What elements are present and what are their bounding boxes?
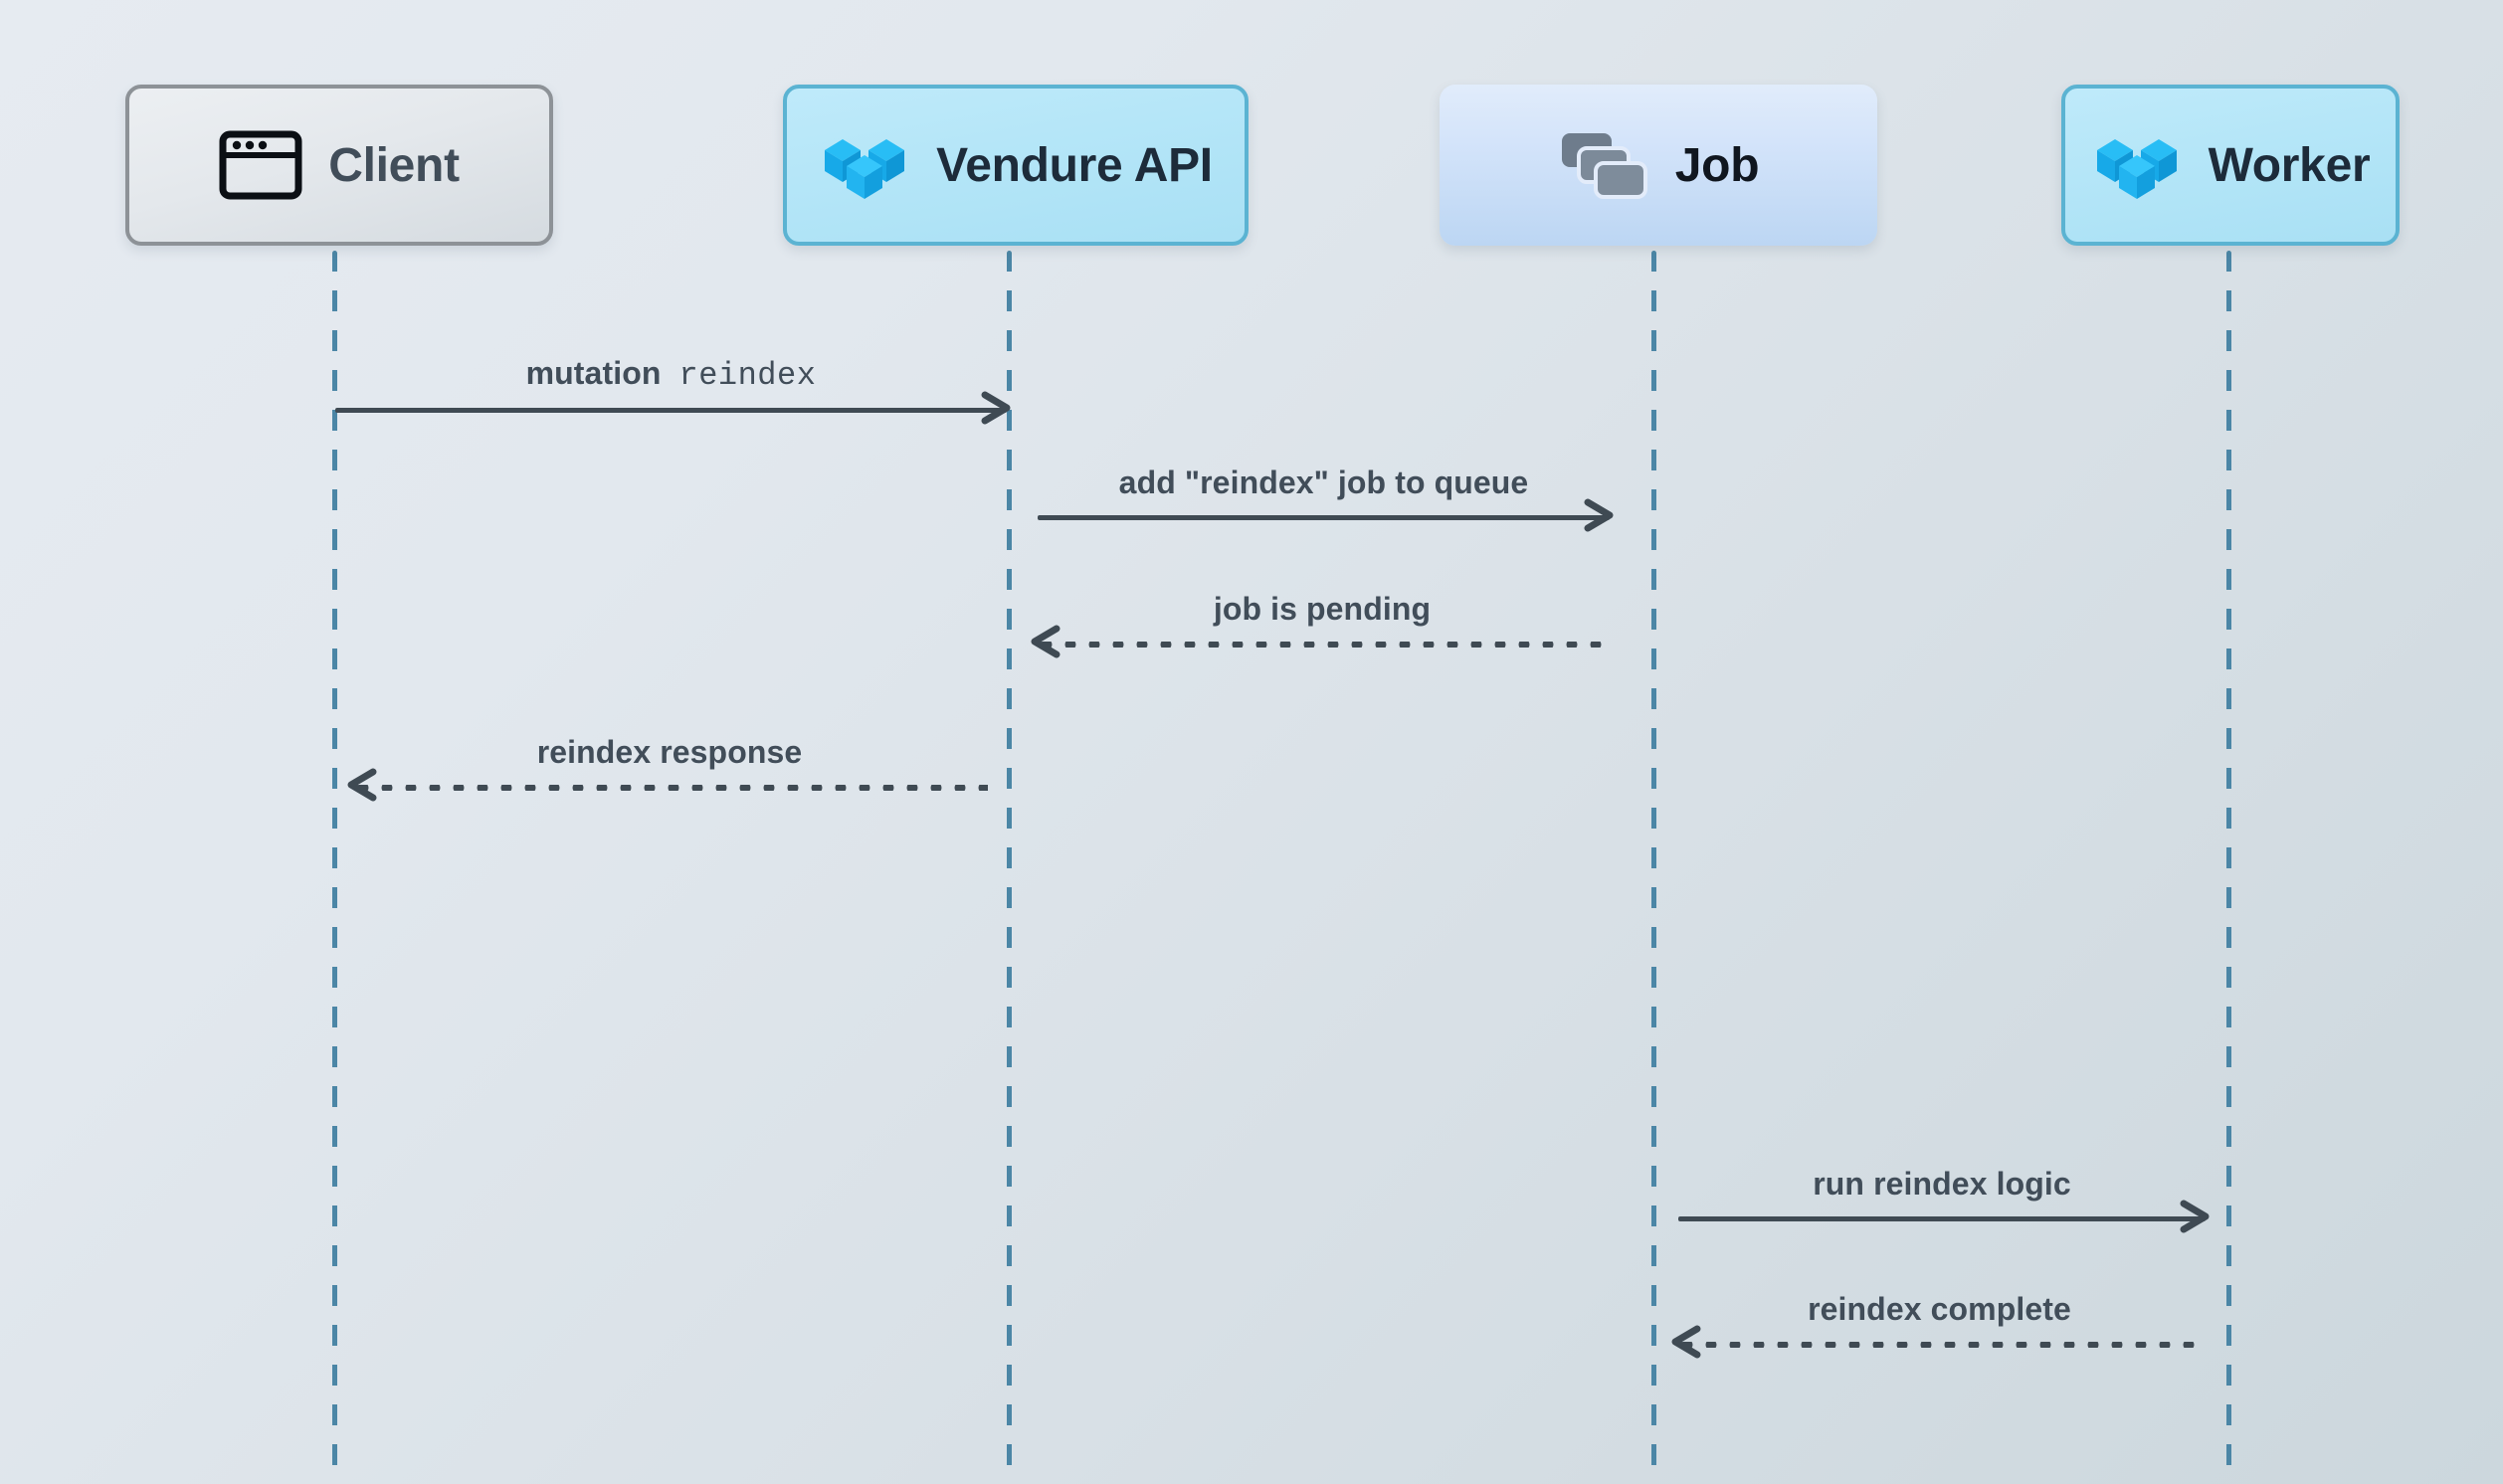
lifeline-job xyxy=(1651,251,1656,1484)
arrow-head-right-icon xyxy=(1580,498,1614,532)
message-line-solid xyxy=(335,408,1007,413)
stacked-layers-icon xyxy=(1558,129,1649,201)
message-label: mutation reindex xyxy=(335,355,1007,394)
message-label-mono: reindex xyxy=(678,357,817,394)
participant-vendure-api[interactable]: Vendure API xyxy=(783,85,1249,246)
vendure-cubes-logo xyxy=(2091,126,2183,204)
participant-worker[interactable]: Worker xyxy=(2061,85,2400,246)
message-label: reindex response xyxy=(536,734,803,770)
message-line-dotted xyxy=(1675,1342,2204,1348)
lifeline-vendure-api xyxy=(1007,251,1012,1484)
arrow-head-right-icon xyxy=(2176,1200,2210,1233)
message-line-solid xyxy=(1038,515,1610,520)
lifeline-worker xyxy=(2226,251,2231,1484)
participant-client[interactable]: Client xyxy=(125,85,553,246)
participant-label-job: Job xyxy=(1674,138,1760,192)
message-label: add "reindex" job to queue xyxy=(1118,464,1529,500)
participant-label-worker: Worker xyxy=(2208,138,2371,192)
participant-label-client: Client xyxy=(328,138,460,192)
arrow-head-right-icon xyxy=(977,391,1011,425)
arrow-head-left-icon xyxy=(1671,1325,1705,1359)
browser-window-icon xyxy=(219,130,302,200)
message-label-plain: mutation xyxy=(525,355,662,391)
message-line-solid xyxy=(1678,1216,2206,1221)
participant-job[interactable]: Job xyxy=(1440,85,1877,246)
message-label: reindex complete xyxy=(1808,1291,2071,1327)
lifeline-client xyxy=(332,251,337,1484)
message-label: job is pending xyxy=(1213,591,1432,627)
arrow-head-left-icon xyxy=(347,768,381,802)
message-line-dotted xyxy=(351,785,988,791)
message-line-dotted xyxy=(1035,642,1610,648)
arrow-head-left-icon xyxy=(1031,625,1064,658)
message-label: run reindex logic xyxy=(1813,1166,2071,1202)
vendure-cubes-logo xyxy=(819,126,910,204)
participant-label-vendure-api: Vendure API xyxy=(936,138,1213,192)
